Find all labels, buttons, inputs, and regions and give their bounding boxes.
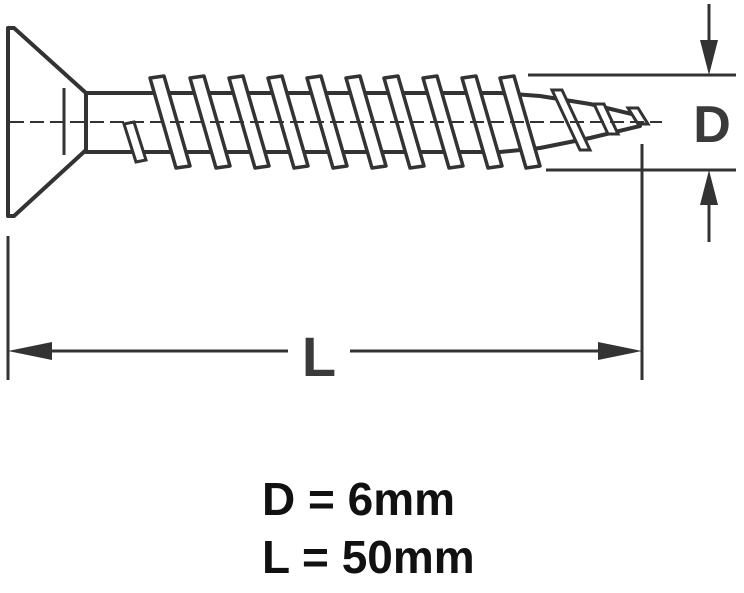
specs-block: D = 6mm L = 50mm — [0, 470, 744, 586]
diameter-spec: D = 6mm — [262, 473, 456, 525]
thread-crest — [266, 74, 310, 170]
diameter-top-arrowhead — [700, 40, 718, 75]
thread-tip — [591, 102, 621, 136]
diameter-label: D — [693, 96, 731, 154]
screw-diagram: D L — [6, 4, 736, 388]
thread-tip — [549, 88, 593, 152]
length-left-arrowhead — [8, 342, 52, 360]
thread-crest — [227, 74, 271, 170]
thread-tip — [625, 106, 651, 126]
diameter-bottom-arrowhead — [700, 170, 718, 205]
length-right-arrowhead — [598, 342, 642, 360]
length-spec: L = 50mm — [262, 531, 475, 583]
thread-crest — [344, 74, 388, 170]
thread-crest — [305, 74, 349, 170]
length-label: L — [302, 325, 336, 388]
